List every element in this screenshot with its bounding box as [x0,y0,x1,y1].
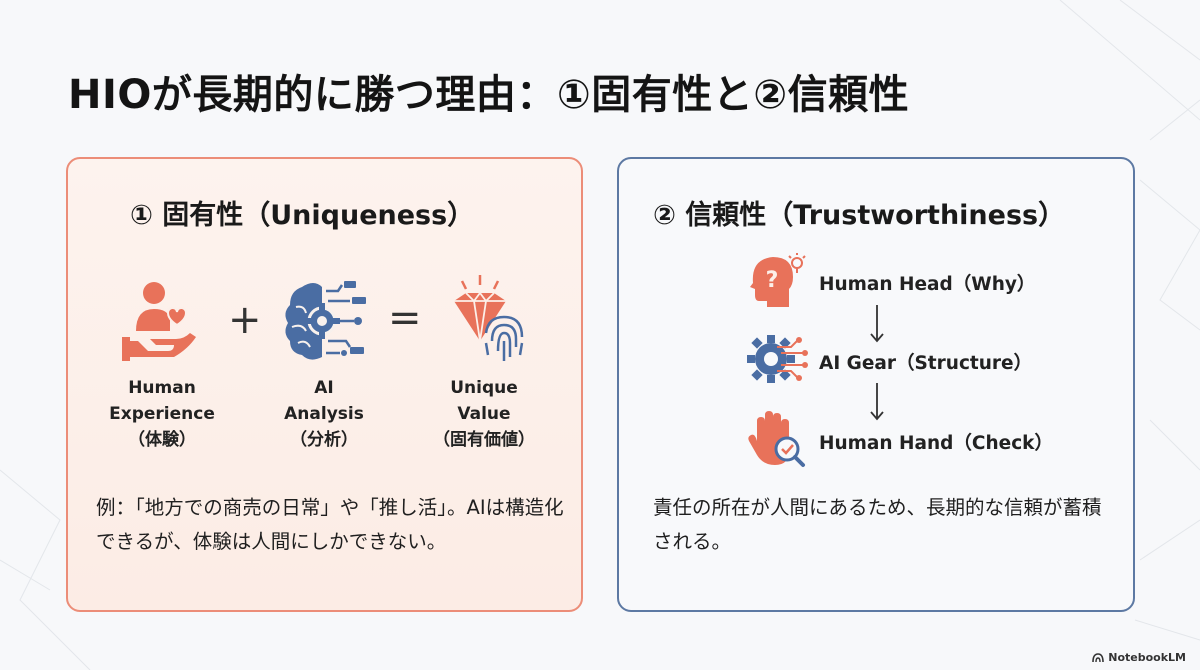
gem-fingerprint-icon [454,275,524,361]
arrow-down-icon [870,383,884,421]
human-experience-label: Human Experience （体験） [109,378,215,450]
uniqueness-title: ① 固有性（Uniqueness） [130,200,475,231]
trust-card: ② 信頼性（Trustworthiness） ? Human Head（Why） [617,157,1135,612]
equals-sign: = [388,295,422,341]
human-head-question-icon: ? [750,253,806,307]
human-hand-label: Human Hand（Check） [819,433,1053,454]
hand-heart-icon [122,282,196,361]
brand-label: NotebookLM [1108,651,1186,664]
ai-gear-icon [747,335,808,383]
uniqueness-description: 例：「地方での商売の日常」や「推し活」。AIは構造化できるが、体験は人間にしかで… [96,496,564,553]
ai-analysis-label: AI Analysis （分析） [284,378,364,450]
page-title: HIOが長期的に勝つ理由：①固有性と②信頼性 [68,72,910,118]
trust-title: ② 信頼性（Trustworthiness） [653,200,1066,231]
trust-description: 責任の所在が人間にあるため、長期的な信頼が蓄積される。 [653,496,1102,553]
hand-check-icon [748,411,805,467]
brain-gear-icon [285,281,366,360]
arrow-down-icon [870,305,884,343]
uniqueness-card: ① 固有性（Uniqueness） + [66,157,583,612]
unique-value-label: Unique Value （固有価値） [433,378,535,450]
plus-sign: + [228,297,262,343]
svg-text:?: ? [766,268,779,293]
ai-gear-label: AI Gear（Structure） [819,353,1033,374]
human-head-label: Human Head（Why） [819,274,1036,295]
notebooklm-brand: NotebookLM [1092,651,1186,664]
notebooklm-logo-icon [1092,652,1105,662]
